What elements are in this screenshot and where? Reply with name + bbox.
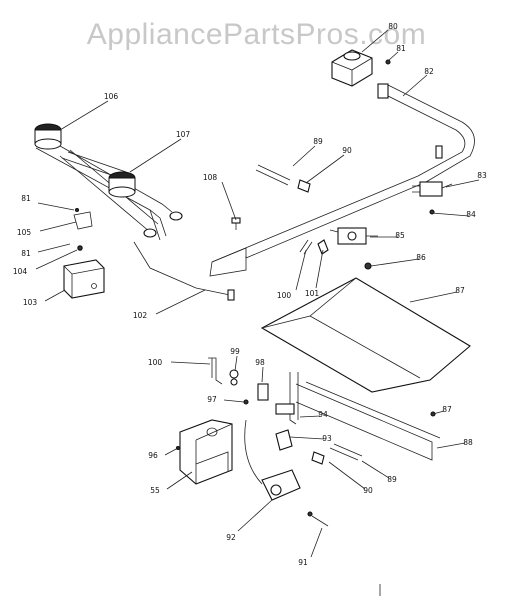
oven-burner-assembly <box>175 357 441 527</box>
callout-c87a: 87 <box>455 286 465 295</box>
valve-bracket-55 <box>179 419 233 485</box>
spark-module-103 <box>63 259 105 299</box>
callout-c102: 102 <box>133 311 148 320</box>
callout-c100a: 100 <box>277 291 292 300</box>
callout-c84: 84 <box>466 210 476 219</box>
leader-line-c102 <box>155 289 206 315</box>
leader-line-c106 <box>59 100 109 131</box>
leader-line-c84 <box>431 212 470 217</box>
leader-line-c108 <box>221 181 237 221</box>
callout-c106: 106 <box>104 92 119 101</box>
leader-line-c88 <box>436 442 466 449</box>
leader-line-c80 <box>361 29 389 53</box>
burner-valve-83 <box>412 181 453 215</box>
leader-line-c93 <box>289 436 325 440</box>
leader-line-c81a <box>388 51 399 61</box>
leader-line-c91 <box>310 527 323 558</box>
callout-c91: 91 <box>298 558 308 567</box>
leader-line-c101 <box>315 249 324 289</box>
callout-c81c: 81 <box>21 249 31 258</box>
callout-c108: 108 <box>203 173 218 182</box>
leader-line-c98 <box>261 366 264 383</box>
callout-c87b: 87 <box>442 405 452 414</box>
leader-line-c89b <box>361 460 390 479</box>
leader-line-c87b <box>432 410 445 415</box>
leader-line-c94 <box>299 415 321 418</box>
callout-c81a: 81 <box>396 44 406 53</box>
heat-deflector-87 <box>260 277 471 393</box>
callout-c94: 94 <box>318 410 328 419</box>
leader-line-c89a <box>292 145 316 167</box>
callout-c82: 82 <box>424 67 434 76</box>
callout-c100b: 100 <box>148 358 163 367</box>
leader-line-c90b <box>328 461 366 490</box>
leader-line-c100a <box>295 249 307 291</box>
leader-line-c81b <box>37 202 75 211</box>
callout-c89b: 89 <box>387 475 397 484</box>
callout-c104: 104 <box>13 267 28 276</box>
oven-valve-92 <box>244 419 301 501</box>
callout-c89a: 89 <box>313 137 323 146</box>
callout-c80: 80 <box>388 22 398 31</box>
leader-line-c103 <box>44 289 66 302</box>
front-burner-assembly <box>34 123 235 301</box>
burner-valve-85 <box>329 227 378 245</box>
callout-c83a: 83 <box>477 171 487 180</box>
callout-c101: 101 <box>305 289 320 298</box>
leader-line-c86 <box>370 258 420 267</box>
leader-line-c100b <box>170 361 211 365</box>
callout-c90b: 90 <box>363 486 373 495</box>
leader-line-c87a <box>409 291 458 303</box>
leader-line-c83a <box>445 179 480 188</box>
leader-line-c90a <box>305 154 345 184</box>
callout-c92: 92 <box>226 533 236 542</box>
leader-line-c104 <box>35 249 78 270</box>
leader-line-c55 <box>166 471 193 490</box>
callout-c93: 93 <box>322 434 332 443</box>
leader-line-c107 <box>129 138 182 173</box>
leader-line-c105 <box>39 221 77 232</box>
callout-c96: 96 <box>148 451 158 460</box>
callout-c107: 107 <box>176 130 191 139</box>
callout-c105: 105 <box>17 228 32 237</box>
leader-line-c97 <box>223 399 245 403</box>
callout-c81b: 81 <box>21 194 31 203</box>
leader-line-c96 <box>164 447 179 456</box>
leader-line-c92 <box>237 499 273 532</box>
callout-c86: 86 <box>416 253 426 262</box>
manifold-assembly <box>209 49 475 277</box>
callout-c97: 97 <box>207 395 217 404</box>
pressure-regulator-80 <box>331 49 373 87</box>
callout-c90a: 90 <box>342 146 352 155</box>
callout-c55: 55 <box>150 486 160 495</box>
callout-c88: 88 <box>463 438 473 447</box>
leader-line-c99 <box>234 355 238 372</box>
callout-c99: 99 <box>230 347 240 356</box>
leader-line-c82 <box>402 74 428 97</box>
callout-c85: 85 <box>395 231 405 240</box>
callout-c103: 103 <box>23 298 38 307</box>
leader-line-c81c <box>37 243 71 253</box>
burner-head-106 <box>34 123 62 150</box>
burner-head-107 <box>108 171 136 198</box>
callout-c98: 98 <box>255 358 265 367</box>
